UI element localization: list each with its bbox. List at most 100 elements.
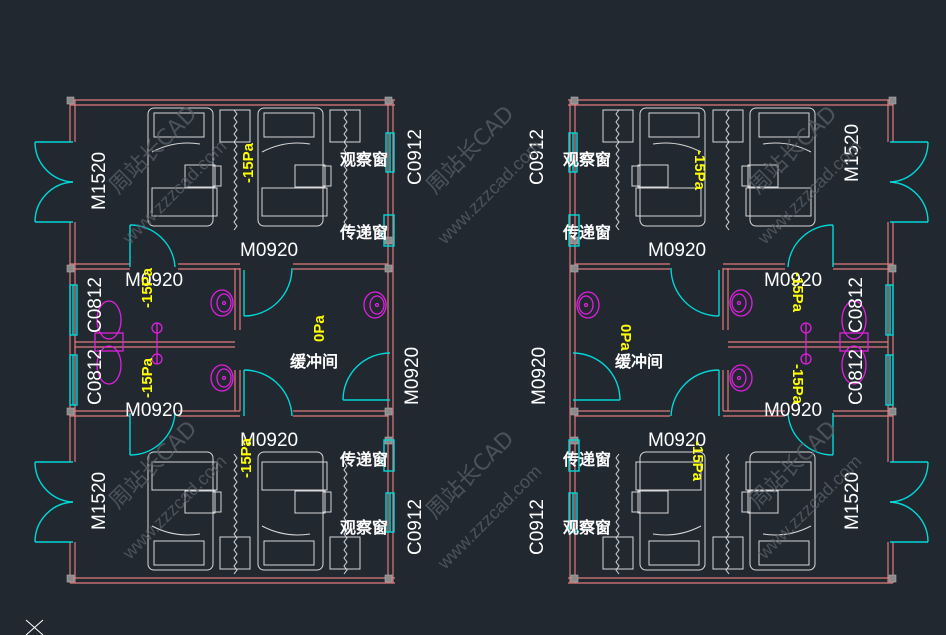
pass-window-label-top-right: 传递窗 <box>562 223 611 242</box>
door-swing-arc <box>787 412 834 456</box>
door-swing-arc <box>787 224 834 268</box>
structural-column <box>384 574 393 583</box>
privacy-curtain <box>343 453 348 575</box>
bedside-cabinet <box>602 109 634 143</box>
door-swing-arc <box>670 369 720 417</box>
bed-rail <box>322 165 332 187</box>
door-label-m1520-bottom-left: M1520 <box>89 472 110 530</box>
structural-column <box>384 236 393 245</box>
pressure-label-ward-bottom-left: -15Pa <box>238 437 255 478</box>
bed-pillow <box>648 112 700 138</box>
buffer-room-label-left: 缓冲间 <box>289 352 338 371</box>
observation-window-label-top-left: 观察窗 <box>340 150 388 169</box>
door-swing-arc <box>34 461 74 503</box>
ucs-cross-icon <box>25 619 44 635</box>
pressure-label-ward-top-right: -15Pa <box>691 150 708 191</box>
bed-rail <box>741 165 751 187</box>
wash-basin-bowl <box>731 293 747 313</box>
hospital-bed <box>741 451 816 571</box>
hospital-bed <box>741 107 816 227</box>
door-swing-arc <box>129 412 176 456</box>
privacy-curtain <box>233 453 238 575</box>
pass-window <box>568 214 580 247</box>
toilet-bowl <box>96 345 122 385</box>
wash-basin <box>210 364 234 392</box>
bed-blanket-fold <box>652 525 702 536</box>
bed-footboard <box>635 461 702 491</box>
bed-footboard <box>635 187 702 217</box>
door-label-m0920-ward-bottom-right: M0920 <box>648 430 706 451</box>
door-label-m0920-ward-top-left: M0920 <box>240 240 298 261</box>
window-label-c0912-top-left: C0912 <box>405 129 426 185</box>
structural-column <box>888 96 897 105</box>
wash-basin <box>363 291 387 319</box>
bed-footboard <box>745 461 812 491</box>
pass-window <box>383 439 395 472</box>
basin-drain <box>221 375 227 381</box>
structural-column <box>66 264 75 273</box>
structural-column <box>570 236 579 245</box>
door-label-m0920-bath-top-right: M0920 <box>764 270 822 291</box>
pass-window <box>568 439 580 472</box>
window-label-c0812-bottom-left: C0812 <box>85 349 106 405</box>
bedside-cabinet <box>712 109 744 143</box>
door-label-m0920-ward-top-right: M0920 <box>648 240 706 261</box>
door-label-m1520-bottom-right: M1520 <box>842 472 863 530</box>
hospital-bed <box>147 451 222 571</box>
bed-rail <box>631 491 641 513</box>
door-swing-arc <box>34 501 74 543</box>
pass-window-label-bottom-right: 传递窗 <box>562 450 611 469</box>
door-label-m0920-bath-bottom-right: M0920 <box>764 400 822 421</box>
bed-blanket-fold <box>261 525 311 536</box>
door-label-m1520-top-right: M1520 <box>842 124 863 182</box>
pressure-label-buffer-left: 0Pa <box>311 315 328 342</box>
ward-unit-right-geometry <box>568 96 929 584</box>
wash-basin-bowl <box>216 293 232 313</box>
basin-drain <box>736 375 742 381</box>
pressure-label-bath-top-right: -15Pa <box>789 272 806 313</box>
door-swing-arc <box>889 181 929 223</box>
hospital-bed <box>631 451 706 571</box>
structural-column <box>384 96 393 105</box>
bed-pillow <box>758 540 810 566</box>
bed-side-table <box>637 490 669 514</box>
structural-column <box>66 574 75 583</box>
window-label-c0812-top-left: C0812 <box>85 277 106 333</box>
bed-rail <box>631 165 641 187</box>
bed-side-table <box>184 164 216 188</box>
structural-column <box>888 407 897 416</box>
pass-window-label-bottom-left: 传递窗 <box>339 450 388 469</box>
bed-side-table <box>294 490 326 514</box>
door-label-m0920-buffer-left: M0920 <box>402 347 423 405</box>
wash-basin-bowl <box>216 368 232 388</box>
pressure-label-bath-bottom-right: -15Pa <box>789 364 806 405</box>
structural-column <box>570 407 579 416</box>
door-swing-arc <box>342 352 391 401</box>
bed-pillow <box>263 540 315 566</box>
door-label-m0920-bath-top-left: M0920 <box>125 270 183 291</box>
door-swing-arc <box>572 352 621 401</box>
bed-footboard <box>151 187 218 217</box>
window-label-c0912-top-right: C0912 <box>527 129 548 185</box>
structural-column <box>384 407 393 416</box>
pressure-label-bath-bottom-left: -15Pa <box>139 357 156 398</box>
ward-unit-right <box>568 96 929 584</box>
structural-column <box>888 264 897 273</box>
basin-drain <box>736 300 742 306</box>
hospital-bed <box>257 107 332 227</box>
structural-column <box>66 96 75 105</box>
door-label-m0920-buffer-right: M0920 <box>529 347 550 405</box>
door-swing-arc <box>670 267 720 317</box>
door-swing-arc <box>889 141 929 183</box>
door-swing-arc <box>889 501 929 543</box>
privacy-curtain <box>725 109 730 231</box>
window-label-c0912-bottom-right: C0912 <box>527 499 548 555</box>
bed-blanket-fold <box>762 525 812 536</box>
ward-unit-left <box>34 96 395 584</box>
toilet-tank <box>839 332 869 352</box>
bed-pillow <box>263 112 315 138</box>
door-label-m0920-ward-bottom-left: M0920 <box>240 430 298 451</box>
wash-basin-bowl <box>731 368 747 388</box>
wash-basin-bowl <box>578 295 594 315</box>
